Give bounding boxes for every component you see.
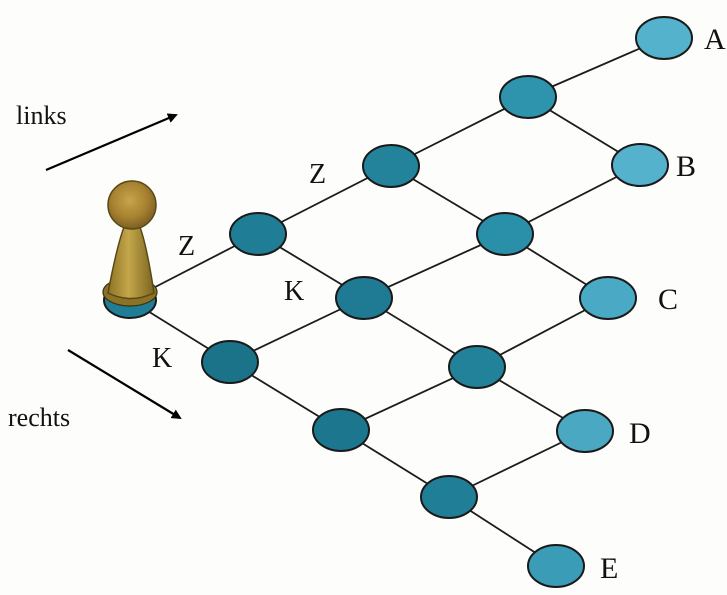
end-node-e [527,544,585,588]
end-label-d: D [629,417,651,450]
end-nodes [527,16,693,588]
edge-label-z-inner: Z [309,159,326,190]
end-label-e: E [600,552,618,585]
edge-label-z-outer: Z [178,231,195,262]
node [201,340,259,384]
pawn-icon [102,180,158,319]
end-label-c: C [658,283,678,316]
node [448,345,506,389]
node [312,408,370,452]
node [229,212,287,256]
node [420,475,478,519]
links-label: links [16,101,67,130]
links-arrow [45,113,178,172]
end-node-a [635,16,693,60]
node [362,144,420,188]
interior-nodes [201,75,557,519]
node [476,212,534,256]
rechts-arrow [67,349,182,420]
end-node-c [579,276,637,320]
end-node-d [556,409,614,453]
node [335,276,393,320]
edge-label-k-outer: K [152,343,172,374]
edge-label-k-inner: K [284,276,304,307]
end-label-b: B [676,150,696,183]
end-node-b [611,143,669,187]
rechts-label: rechts [8,403,70,432]
node [499,75,557,119]
end-label-a: A [704,23,726,56]
